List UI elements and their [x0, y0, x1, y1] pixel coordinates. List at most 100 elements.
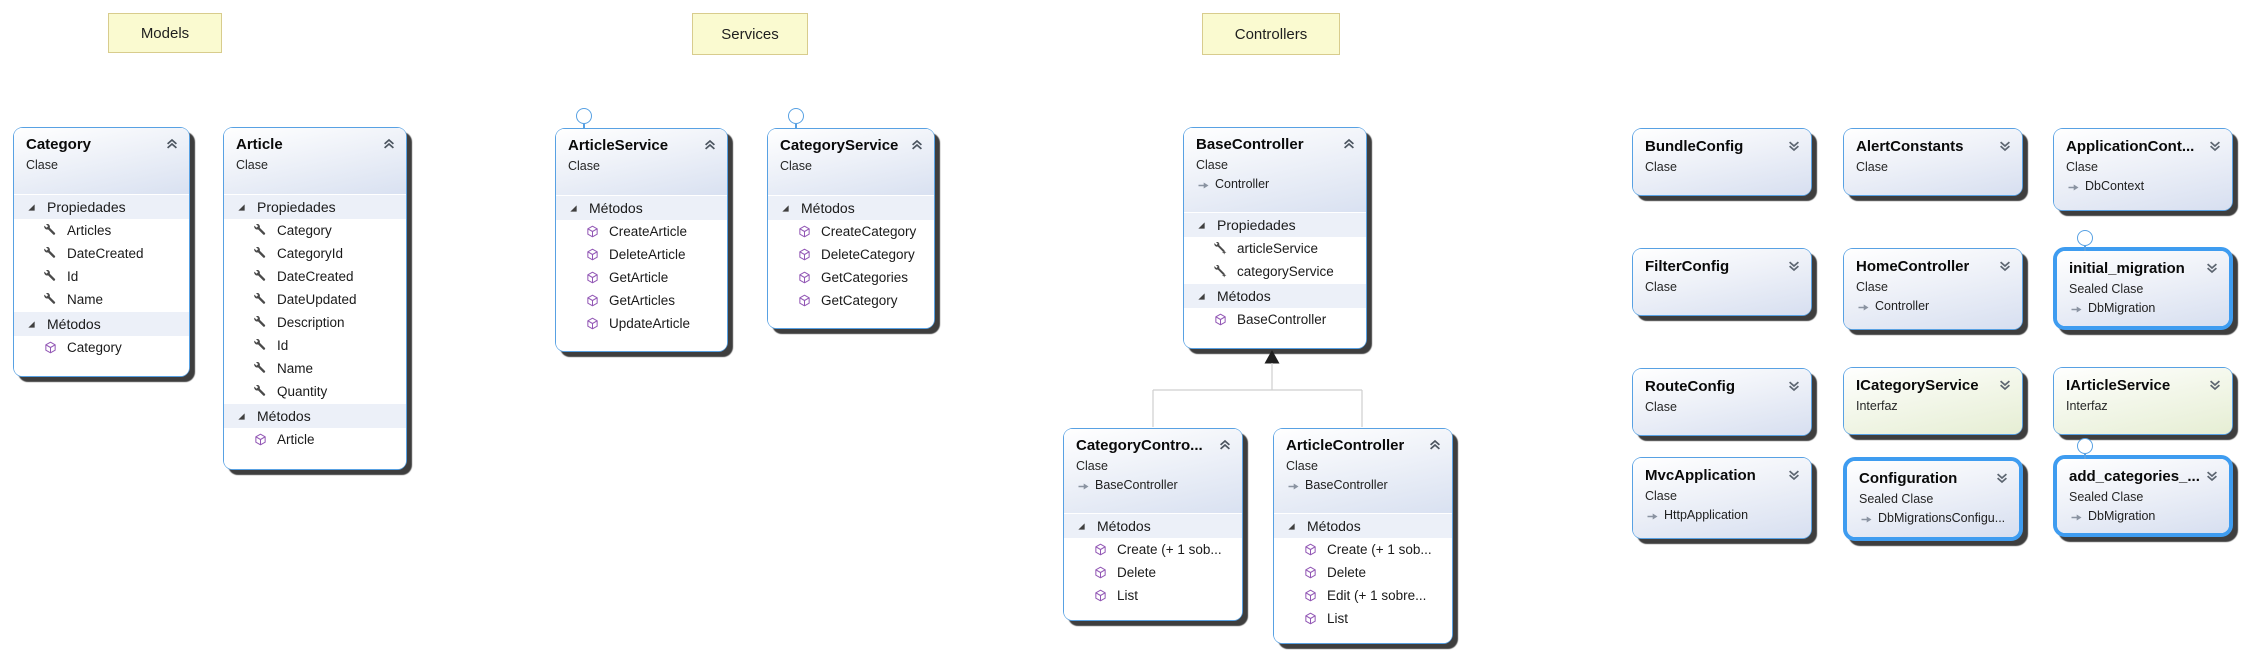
member-item[interactable]: DeleteArticle	[556, 243, 727, 266]
expand-chevron-icon[interactable]	[1787, 259, 1801, 278]
field-icon	[1213, 242, 1227, 256]
collapse-chevron-icon[interactable]	[703, 138, 717, 157]
expand-chevron-icon[interactable]	[1995, 471, 2009, 490]
section-header-methods[interactable]: Métodos	[1064, 514, 1242, 538]
property-icon	[253, 339, 267, 353]
class-title-row: ArticleController	[1286, 436, 1444, 457]
member-item[interactable]: Article	[224, 428, 406, 451]
expand-chevron-icon[interactable]	[1787, 139, 1801, 158]
section-header-properties[interactable]: Propiedades	[224, 195, 406, 219]
section-header-methods[interactable]: Métodos	[224, 404, 406, 428]
expand-chevron-icon[interactable]	[2205, 469, 2219, 488]
expand-chevron-icon[interactable]	[2208, 378, 2222, 397]
collapse-chevron-icon[interactable]	[1428, 438, 1442, 457]
class-title: IArticleService	[2066, 377, 2171, 394]
note-controllers[interactable]: Controllers	[1202, 13, 1340, 55]
member-item[interactable]: CategoryId	[224, 242, 406, 265]
member-item[interactable]: Name	[224, 357, 406, 380]
member-label: DateUpdated	[277, 292, 357, 307]
member-item[interactable]: Description	[224, 311, 406, 334]
section-header-methods[interactable]: Métodos	[1274, 514, 1452, 538]
member-item[interactable]: DateUpdated	[224, 288, 406, 311]
member-item[interactable]: GetCategory	[768, 289, 934, 312]
member-item[interactable]: Id	[224, 334, 406, 357]
collapse-chevron-icon[interactable]	[382, 137, 396, 156]
member-label: DateCreated	[277, 269, 354, 284]
member-item[interactable]: DateCreated	[14, 242, 189, 265]
section-header-methods[interactable]: Métodos	[1184, 284, 1366, 308]
section-header-properties[interactable]: Propiedades	[1184, 213, 1366, 237]
member-item[interactable]: Category	[14, 336, 189, 359]
collapse-chevron-icon[interactable]	[1218, 438, 1232, 457]
member-label: Quantity	[277, 384, 328, 399]
expand-chevron-icon[interactable]	[2208, 139, 2222, 158]
section-header-properties[interactable]: Propiedades	[14, 195, 189, 219]
base-type-arrow-icon	[1856, 300, 1870, 314]
member-item[interactable]: Create (+ 1 sob...	[1274, 538, 1452, 561]
member-item[interactable]: Category	[224, 219, 406, 242]
collapse-chevron-icon[interactable]	[1342, 137, 1356, 156]
section-header-methods[interactable]: Métodos	[14, 312, 189, 336]
section-title: Métodos	[589, 200, 643, 216]
member-item[interactable]: UpdateArticle	[556, 312, 727, 335]
member-item[interactable]: CreateArticle	[556, 220, 727, 243]
note-models[interactable]: Models	[108, 13, 222, 53]
member-item[interactable]: CreateCategory	[768, 220, 934, 243]
member-item[interactable]: BaseController	[1184, 308, 1366, 331]
section-header-methods[interactable]: Métodos	[768, 196, 934, 220]
note-services[interactable]: Services	[692, 13, 808, 55]
member-item[interactable]: DeleteCategory	[768, 243, 934, 266]
collapse-chevron-icon[interactable]	[165, 137, 179, 156]
class-kind-label: Clase	[236, 158, 268, 172]
member-label: DateCreated	[67, 246, 144, 261]
collapse-chevron-icon[interactable]	[910, 138, 924, 157]
member-item[interactable]: Articles	[14, 219, 189, 242]
section-header-methods[interactable]: Métodos	[556, 196, 727, 220]
member-item[interactable]: articleService	[1184, 237, 1366, 260]
base-type-label: Controller	[1215, 177, 1270, 191]
member-item[interactable]: DateCreated	[224, 265, 406, 288]
member-item[interactable]: Name	[14, 288, 189, 311]
expand-chevron-icon[interactable]	[1998, 259, 2012, 278]
member-item[interactable]: List	[1064, 584, 1242, 607]
member-item[interactable]: GetCategories	[768, 266, 934, 289]
member-item[interactable]: Id	[14, 265, 189, 288]
member-item[interactable]: categoryService	[1184, 260, 1366, 283]
member-item[interactable]: GetArticle	[556, 266, 727, 289]
member-item[interactable]: Create (+ 1 sob...	[1064, 538, 1242, 561]
member-item[interactable]: Edit (+ 1 sobre...	[1274, 584, 1452, 607]
expand-chevron-icon[interactable]	[2205, 261, 2219, 280]
class-title-row: add_categories_...	[2069, 467, 2221, 488]
member-item[interactable]: Delete	[1274, 561, 1452, 584]
member-item[interactable]: Delete	[1064, 561, 1242, 584]
expand-chevron-icon[interactable]	[1998, 378, 2012, 397]
expand-chevron-icon[interactable]	[1787, 468, 1801, 487]
member-item[interactable]: List	[1274, 607, 1452, 630]
expand-chevron-icon[interactable]	[1998, 139, 2012, 158]
member-item[interactable]: Quantity	[224, 380, 406, 403]
member-item[interactable]: GetArticles	[556, 289, 727, 312]
expand-chevron-icon[interactable]	[1787, 379, 1801, 398]
